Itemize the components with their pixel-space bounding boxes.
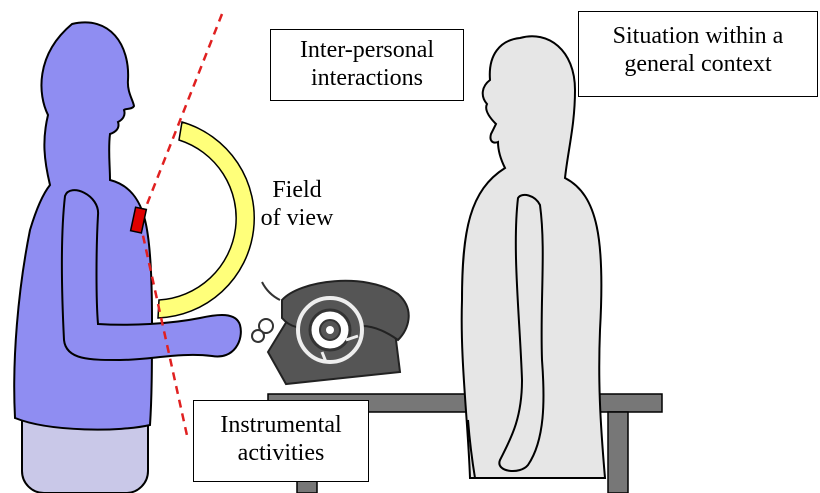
field-of-view-arc (158, 122, 254, 318)
label-field-line1: Field (244, 176, 350, 204)
label-instrumental-line1: Instrumental (194, 411, 368, 439)
rotary-telephone-icon (252, 281, 409, 384)
label-situation-line2: general context (579, 50, 817, 78)
label-instrumental-activities: Instrumental activities (193, 400, 369, 482)
label-interpersonal-interactions: Inter-personal interactions (270, 29, 464, 101)
label-interpersonal-line2: interactions (271, 64, 463, 92)
label-field-of-view: Field of view (244, 176, 350, 232)
label-instrumental-line2: activities (194, 439, 368, 467)
label-situation-context: Situation within a general context (578, 11, 818, 97)
label-situation-line1: Situation within a (579, 22, 817, 50)
person-right (462, 36, 605, 478)
label-field-line2: of view (244, 204, 350, 232)
label-interpersonal-line1: Inter-personal (271, 36, 463, 64)
